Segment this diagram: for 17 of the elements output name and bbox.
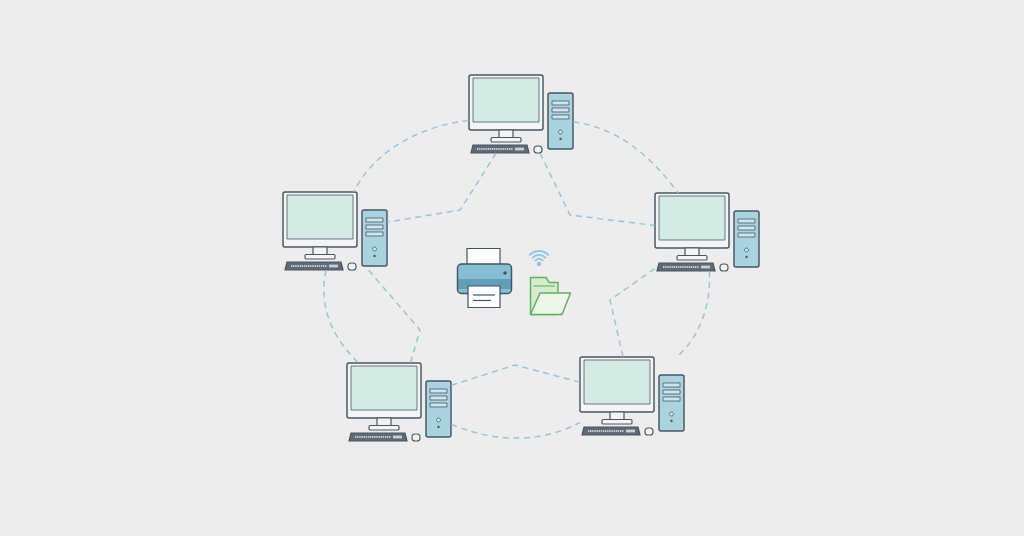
desktop-computer [654, 192, 760, 272]
printer-icon [456, 247, 513, 309]
dashed-line [572, 120, 679, 194]
dashed-line [539, 152, 656, 227]
dashed-line [450, 422, 581, 439]
dashed-line [386, 152, 497, 223]
dashed-line [450, 364, 581, 387]
desktop-computer [579, 356, 685, 436]
dashed-line [367, 269, 421, 364]
dashed-line [323, 269, 360, 364]
desktop-computer [468, 74, 574, 154]
dashed-line [676, 270, 711, 358]
desktop-computer [346, 362, 452, 442]
dashed-line [353, 119, 470, 193]
desktop-computer [282, 191, 388, 271]
folder-icon [529, 276, 572, 316]
dashed-line [609, 267, 656, 358]
